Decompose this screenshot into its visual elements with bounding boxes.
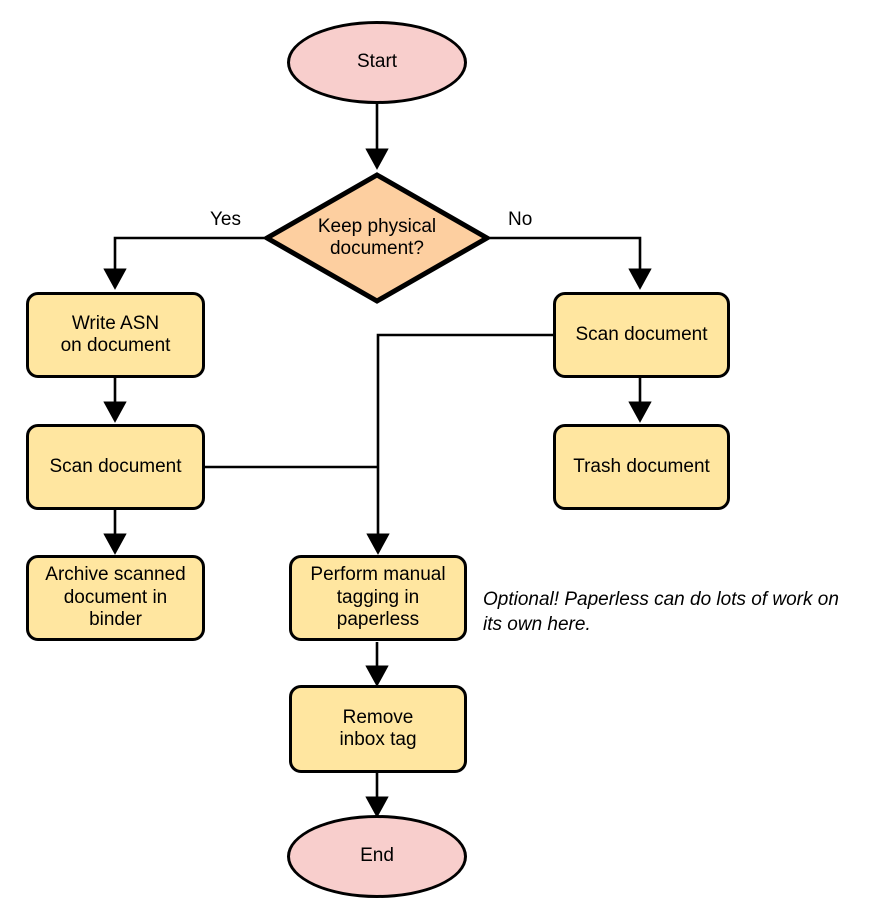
node-scan-document-right-label: Scan document (575, 323, 708, 345)
node-decision-label: Keep physical document? (318, 216, 436, 261)
node-write-asn-label-line2: on document (60, 335, 171, 356)
node-trash-document-label: Trash document (573, 455, 710, 477)
node-archive-scanned-document-in-binder[interactable]: Archive scanned document in binder (26, 555, 205, 641)
node-decision-label-line1: Keep physical (317, 215, 437, 237)
edge-label-no: No (508, 209, 532, 231)
node-scan-document-right[interactable]: Scan document (553, 292, 730, 378)
node-remove-inbox-label-line2: inbox tag (339, 729, 417, 750)
node-write-asn-on-document[interactable]: Write ASN on document (26, 292, 205, 378)
node-tagging-label: Perform manual tagging in paperless (310, 564, 445, 631)
node-scan-document-left-label: Scan document (49, 455, 182, 477)
node-archive-label: Archive scanned document in binder (45, 564, 185, 631)
node-perform-manual-tagging-in-paperless[interactable]: Perform manual tagging in paperless (289, 555, 467, 641)
edge-label-yes-text: Yes (210, 209, 241, 230)
edge-decision-no-to-scan-right (490, 236, 652, 290)
node-remove-inbox-label-line1: Remove (342, 706, 414, 728)
node-tagging-label-line2: tagging in (336, 586, 420, 608)
annotation-line2: its own here. (483, 613, 591, 635)
edge-scan-right-to-tagging (366, 333, 553, 555)
node-decision-label-line2: document? (329, 238, 424, 259)
node-start[interactable]: Start (287, 21, 467, 104)
node-start-label: Start (356, 51, 398, 73)
node-end-label: End (360, 845, 394, 867)
node-write-asn-label-line1: Write ASN (71, 312, 160, 334)
node-trash-document[interactable]: Trash document (553, 424, 730, 510)
node-write-asn-label: Write ASN on document (61, 313, 171, 358)
annotation-line1: Optional! Paperless can do lots of work … (483, 589, 839, 610)
node-decision-keep-physical-document[interactable]: Keep physical document? (264, 172, 490, 304)
edge-label-yes: Yes (210, 209, 241, 231)
diamond-shape (264, 172, 490, 304)
node-archive-label-line3: binder (89, 609, 142, 631)
node-scan-document-left[interactable]: Scan document (26, 424, 205, 510)
node-tagging-label-line3: paperless (336, 609, 420, 631)
node-tagging-label-line1: Perform manual (310, 564, 446, 586)
edge-label-no-text: No (508, 209, 533, 230)
node-end[interactable]: End (287, 815, 467, 898)
node-archive-label-line2: document in (63, 586, 168, 608)
node-remove-inbox-label: Remove inbox tag (339, 707, 416, 752)
annotation-optional-paperless: Optional! Paperless can do lots of work … (483, 588, 883, 637)
edge-decision-yes-to-write-asn (103, 236, 264, 290)
node-remove-inbox-tag[interactable]: Remove inbox tag (289, 685, 467, 773)
node-archive-label-line1: Archive scanned (45, 564, 186, 586)
